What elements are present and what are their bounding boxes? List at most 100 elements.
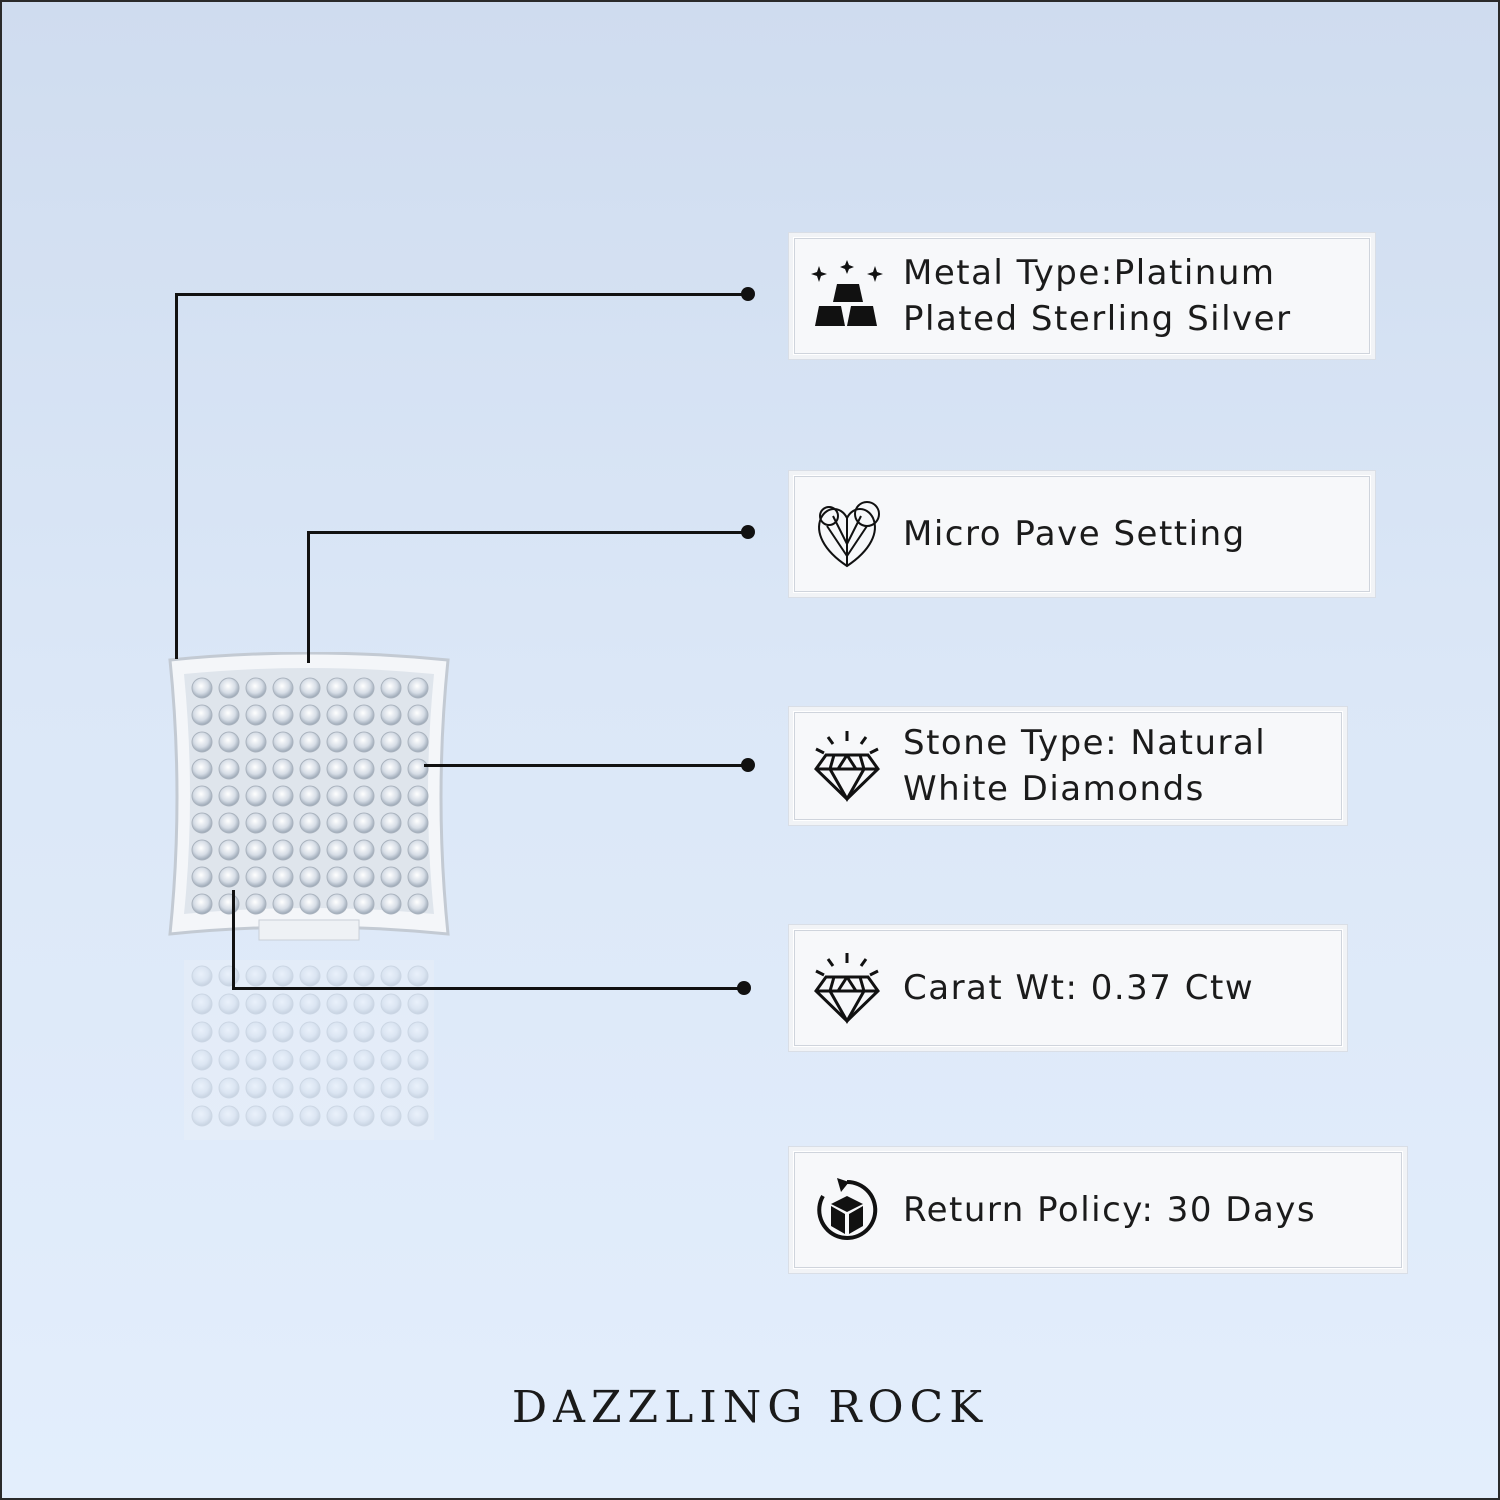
connector-line-metal-vertical xyxy=(175,293,178,659)
pave-stone xyxy=(407,1105,429,1127)
feature-metal-line2: Plated Sterling Silver xyxy=(903,299,1292,339)
pave-stone xyxy=(191,965,213,987)
pave-stone xyxy=(191,731,213,753)
pave-stone xyxy=(218,731,240,753)
pave-stone xyxy=(353,731,375,753)
pave-stone xyxy=(299,677,321,699)
pave-stone xyxy=(245,677,267,699)
pave-stone xyxy=(245,1049,267,1071)
pave-stone xyxy=(299,993,321,1015)
pave-stone xyxy=(218,1105,240,1127)
pave-stone xyxy=(407,893,429,915)
connector-dot-carat xyxy=(737,981,751,995)
feature-carat: Carat Wt: 0.37 Ctw xyxy=(793,929,1343,1047)
feature-metal-line1: Metal Type:Platinum xyxy=(903,253,1276,293)
pave-stone xyxy=(191,677,213,699)
pave-stone xyxy=(245,1105,267,1127)
pave-stone xyxy=(299,839,321,861)
pave-stone xyxy=(191,1049,213,1071)
connector-line-setting-vertical xyxy=(307,531,310,663)
connector-line-setting xyxy=(307,531,747,534)
pave-stone xyxy=(326,704,348,726)
pave-stone xyxy=(218,839,240,861)
pave-stone xyxy=(191,1105,213,1127)
pave-stone xyxy=(380,1105,402,1127)
pave-stone xyxy=(353,677,375,699)
feature-setting-line1: Micro Pave Setting xyxy=(903,514,1246,554)
pave-stone xyxy=(407,866,429,888)
pave-stone xyxy=(380,1021,402,1043)
feature-metal: Metal Type:Platinum Plated Sterling Silv… xyxy=(793,237,1371,355)
pave-stone xyxy=(326,1105,348,1127)
pave-stone xyxy=(191,812,213,834)
pave-stone xyxy=(353,893,375,915)
pave-stone xyxy=(326,731,348,753)
earring-reflection xyxy=(184,960,434,1140)
pave-stone xyxy=(245,893,267,915)
pave-stone xyxy=(191,1021,213,1043)
pave-stone xyxy=(380,893,402,915)
pave-stone xyxy=(353,1077,375,1099)
pave-stone xyxy=(326,785,348,807)
feature-stone-line2: White Diamonds xyxy=(903,769,1205,809)
pave-stone xyxy=(326,758,348,780)
pave-stone xyxy=(407,1049,429,1071)
pave-stone xyxy=(245,758,267,780)
pave-stone xyxy=(245,993,267,1015)
feature-returns-line1: Return Policy: 30 Days xyxy=(903,1190,1317,1230)
pave-stone xyxy=(407,758,429,780)
pave-stone xyxy=(326,839,348,861)
diamond-icon xyxy=(807,951,887,1025)
pave-stone xyxy=(272,731,294,753)
pave-stone xyxy=(299,785,321,807)
pave-stone xyxy=(407,812,429,834)
pave-stone xyxy=(353,839,375,861)
pave-stone xyxy=(191,993,213,1015)
pave-stone xyxy=(299,1049,321,1071)
pave-stone xyxy=(299,704,321,726)
pave-stone xyxy=(218,758,240,780)
pave-stone xyxy=(380,866,402,888)
pave-stone xyxy=(407,1077,429,1099)
pave-stone xyxy=(380,993,402,1015)
pave-stone xyxy=(218,965,240,987)
pave-stone xyxy=(380,965,402,987)
pave-stone xyxy=(299,1077,321,1099)
pave-stone xyxy=(191,785,213,807)
pave-stone xyxy=(272,758,294,780)
pave-stone xyxy=(380,812,402,834)
feature-stone: Stone Type: Natural White Diamonds xyxy=(793,711,1343,821)
pave-stone xyxy=(272,965,294,987)
pave-stone xyxy=(191,758,213,780)
pave-stone xyxy=(353,812,375,834)
pave-stone xyxy=(272,993,294,1015)
pave-stone xyxy=(380,839,402,861)
pave-stone xyxy=(380,677,402,699)
connector-line-carat xyxy=(232,987,744,990)
pave-stone xyxy=(407,677,429,699)
pave-stone xyxy=(245,812,267,834)
pave-stone xyxy=(407,1021,429,1043)
pave-stone xyxy=(218,1049,240,1071)
pave-stone xyxy=(299,812,321,834)
pave-stone xyxy=(326,812,348,834)
pave-stone xyxy=(380,1049,402,1071)
pave-stone xyxy=(245,839,267,861)
pave-stone xyxy=(191,866,213,888)
pave-stone xyxy=(272,785,294,807)
pave-stone xyxy=(245,1021,267,1043)
pave-stone xyxy=(218,677,240,699)
pave-stone xyxy=(191,1077,213,1099)
pave-stone xyxy=(218,812,240,834)
feature-setting: Micro Pave Setting xyxy=(793,475,1371,593)
pave-stone xyxy=(407,731,429,753)
pave-stone xyxy=(272,893,294,915)
pave-stone xyxy=(353,758,375,780)
pave-stone xyxy=(380,704,402,726)
feature-returns: Return Policy: 30 Days xyxy=(793,1151,1403,1269)
pave-stone xyxy=(407,785,429,807)
connector-line-stone xyxy=(424,764,746,767)
pave-stone xyxy=(218,1021,240,1043)
pave-stone xyxy=(407,993,429,1015)
pave-stone xyxy=(326,1021,348,1043)
